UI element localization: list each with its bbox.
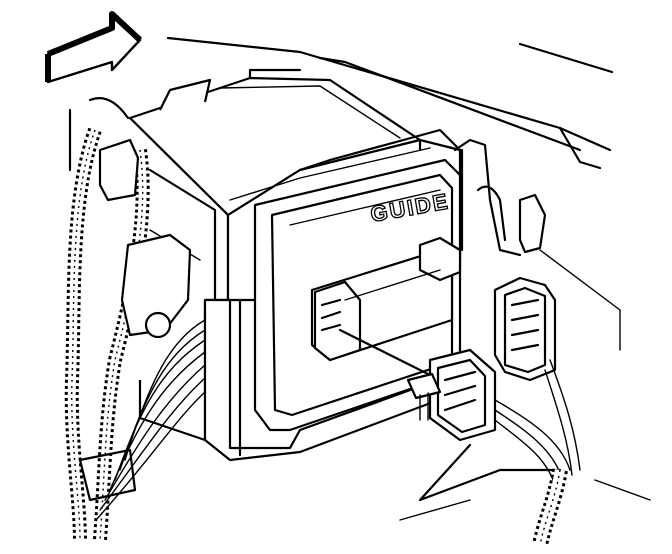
pointer-line xyxy=(338,328,432,377)
mounting-bracket xyxy=(453,138,522,257)
right-wiring-harness xyxy=(494,359,581,547)
wiring-harness-connector xyxy=(406,348,497,442)
left-wiring-harness xyxy=(64,127,206,541)
harness-side-connector xyxy=(493,193,557,382)
vehicle-panel-background xyxy=(68,36,651,521)
direction-arrow-icon xyxy=(45,11,143,84)
